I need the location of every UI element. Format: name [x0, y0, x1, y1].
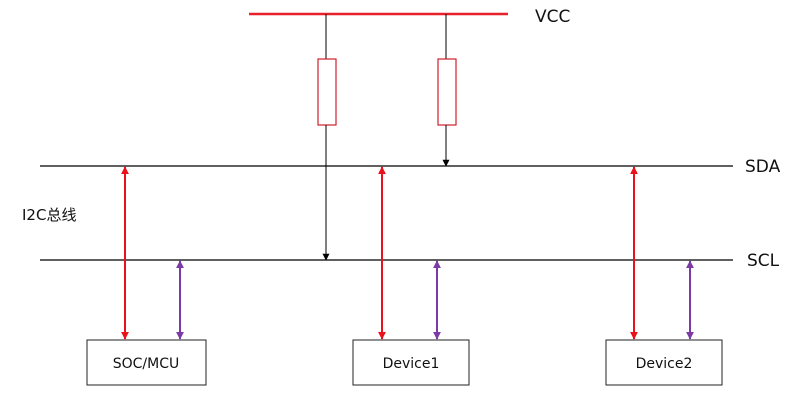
- pull-up-resistor-scl: [317, 58, 337, 126]
- i2c-bus-label: I2C总线: [22, 206, 76, 224]
- soc-mcu-label: SOC/MCU: [113, 356, 180, 372]
- device2-label: Device2: [636, 356, 693, 372]
- device1-box: [352, 339, 470, 386]
- sda-label: SDA: [745, 157, 781, 177]
- vcc-label: VCC: [535, 7, 570, 27]
- pull-up-resistor-sda: [437, 58, 457, 126]
- scl-label: SCL: [747, 251, 780, 271]
- soc-mcu-box: [86, 339, 207, 386]
- device2-box: [605, 339, 723, 386]
- device1-label: Device1: [383, 356, 440, 372]
